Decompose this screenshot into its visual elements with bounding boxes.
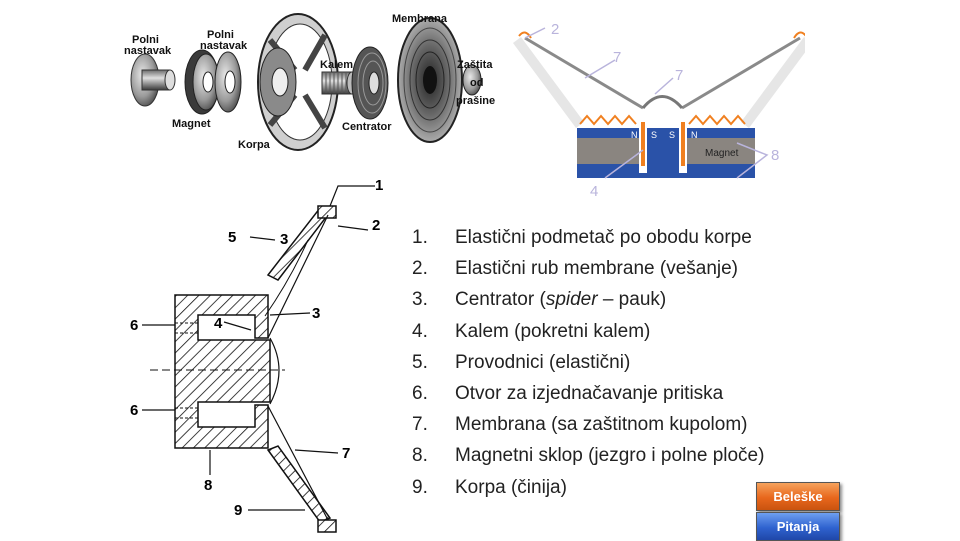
membrane-image [397,17,463,143]
label-magnet: Magnet [172,118,211,130]
membrane-right [681,36,801,110]
pole-piece-image [130,53,176,107]
magnet-label: Magnet [705,148,739,159]
questions-button[interactable]: Pitanja [756,512,840,541]
td-callout-7: 7 [342,445,350,462]
label-coil: Kalem [320,59,353,71]
spider-left [579,114,637,126]
pole-plate-image [214,51,242,113]
list-item: 3.Centrator (spider – pauk) [412,289,667,311]
label-membrane: Membrana [392,13,448,25]
pole-n-left: N [631,130,638,140]
pole-n-right: N [691,130,698,140]
parts-list: 1.Elastični podmetač po obodu korpe 2.El… [412,222,764,503]
label-basket: Korpa [238,139,271,151]
technical-drawing: 1 2 5 3 3 6 4 6 7 8 9 [130,177,383,533]
list-item: 6.Otvor za izjednačavanje pritiska [412,382,724,404]
label-centrator: Centrator [342,121,392,133]
list-item: 8.Magnetni sklop (jezgro i polne ploče) [412,445,765,467]
dust-cap-dome [641,95,684,110]
dust-cap-image [462,64,482,96]
magnet-ring-image [184,49,220,115]
callout-2: 2 [551,21,559,38]
list-item: 2.Elastični rub membrane (vešanje) [412,258,739,280]
magnet-gray-right [687,138,755,164]
membrane-left [524,36,644,110]
centrator-image [351,46,389,120]
td-callout-2: 2 [372,217,380,234]
callout-8: 8 [771,147,779,164]
pole-s-right: S [669,130,675,140]
voice-coil-left [641,122,645,166]
pole-s-left: S [651,130,657,140]
list-item: 7.Membrana (sa zaštitnom kupolom) [412,414,748,436]
color-cross-section: N S S N Magnet 2 7 7 4 8 [512,21,805,200]
td-callout-9: 9 [234,502,242,519]
td-callout-8: 8 [204,477,212,494]
td-callout-6a: 6 [130,317,138,334]
callout-7b: 7 [675,67,683,84]
notes-button[interactable]: Beleške [756,482,840,511]
callout-7a: 7 [613,49,621,66]
list-item: 1.Elastični podmetač po obodu korpe [412,227,752,248]
list-item: 9.Korpa (činija) [412,476,567,498]
basket-image [257,13,339,151]
td-callout-1: 1 [375,177,383,194]
td-callout-5: 5 [228,229,236,246]
voice-coil-right [681,122,685,166]
td-callout-3a: 3 [280,231,288,248]
td-callout-6b: 6 [130,402,138,419]
list-item: 4.Kalem (pokretni kalem) [412,320,651,342]
list-item: 5.Provodnici (elastični) [412,351,631,373]
spider-right [688,114,746,126]
td-callout-4: 4 [214,315,223,332]
td-callout-3b: 3 [312,305,320,322]
callout-4: 4 [590,183,598,200]
